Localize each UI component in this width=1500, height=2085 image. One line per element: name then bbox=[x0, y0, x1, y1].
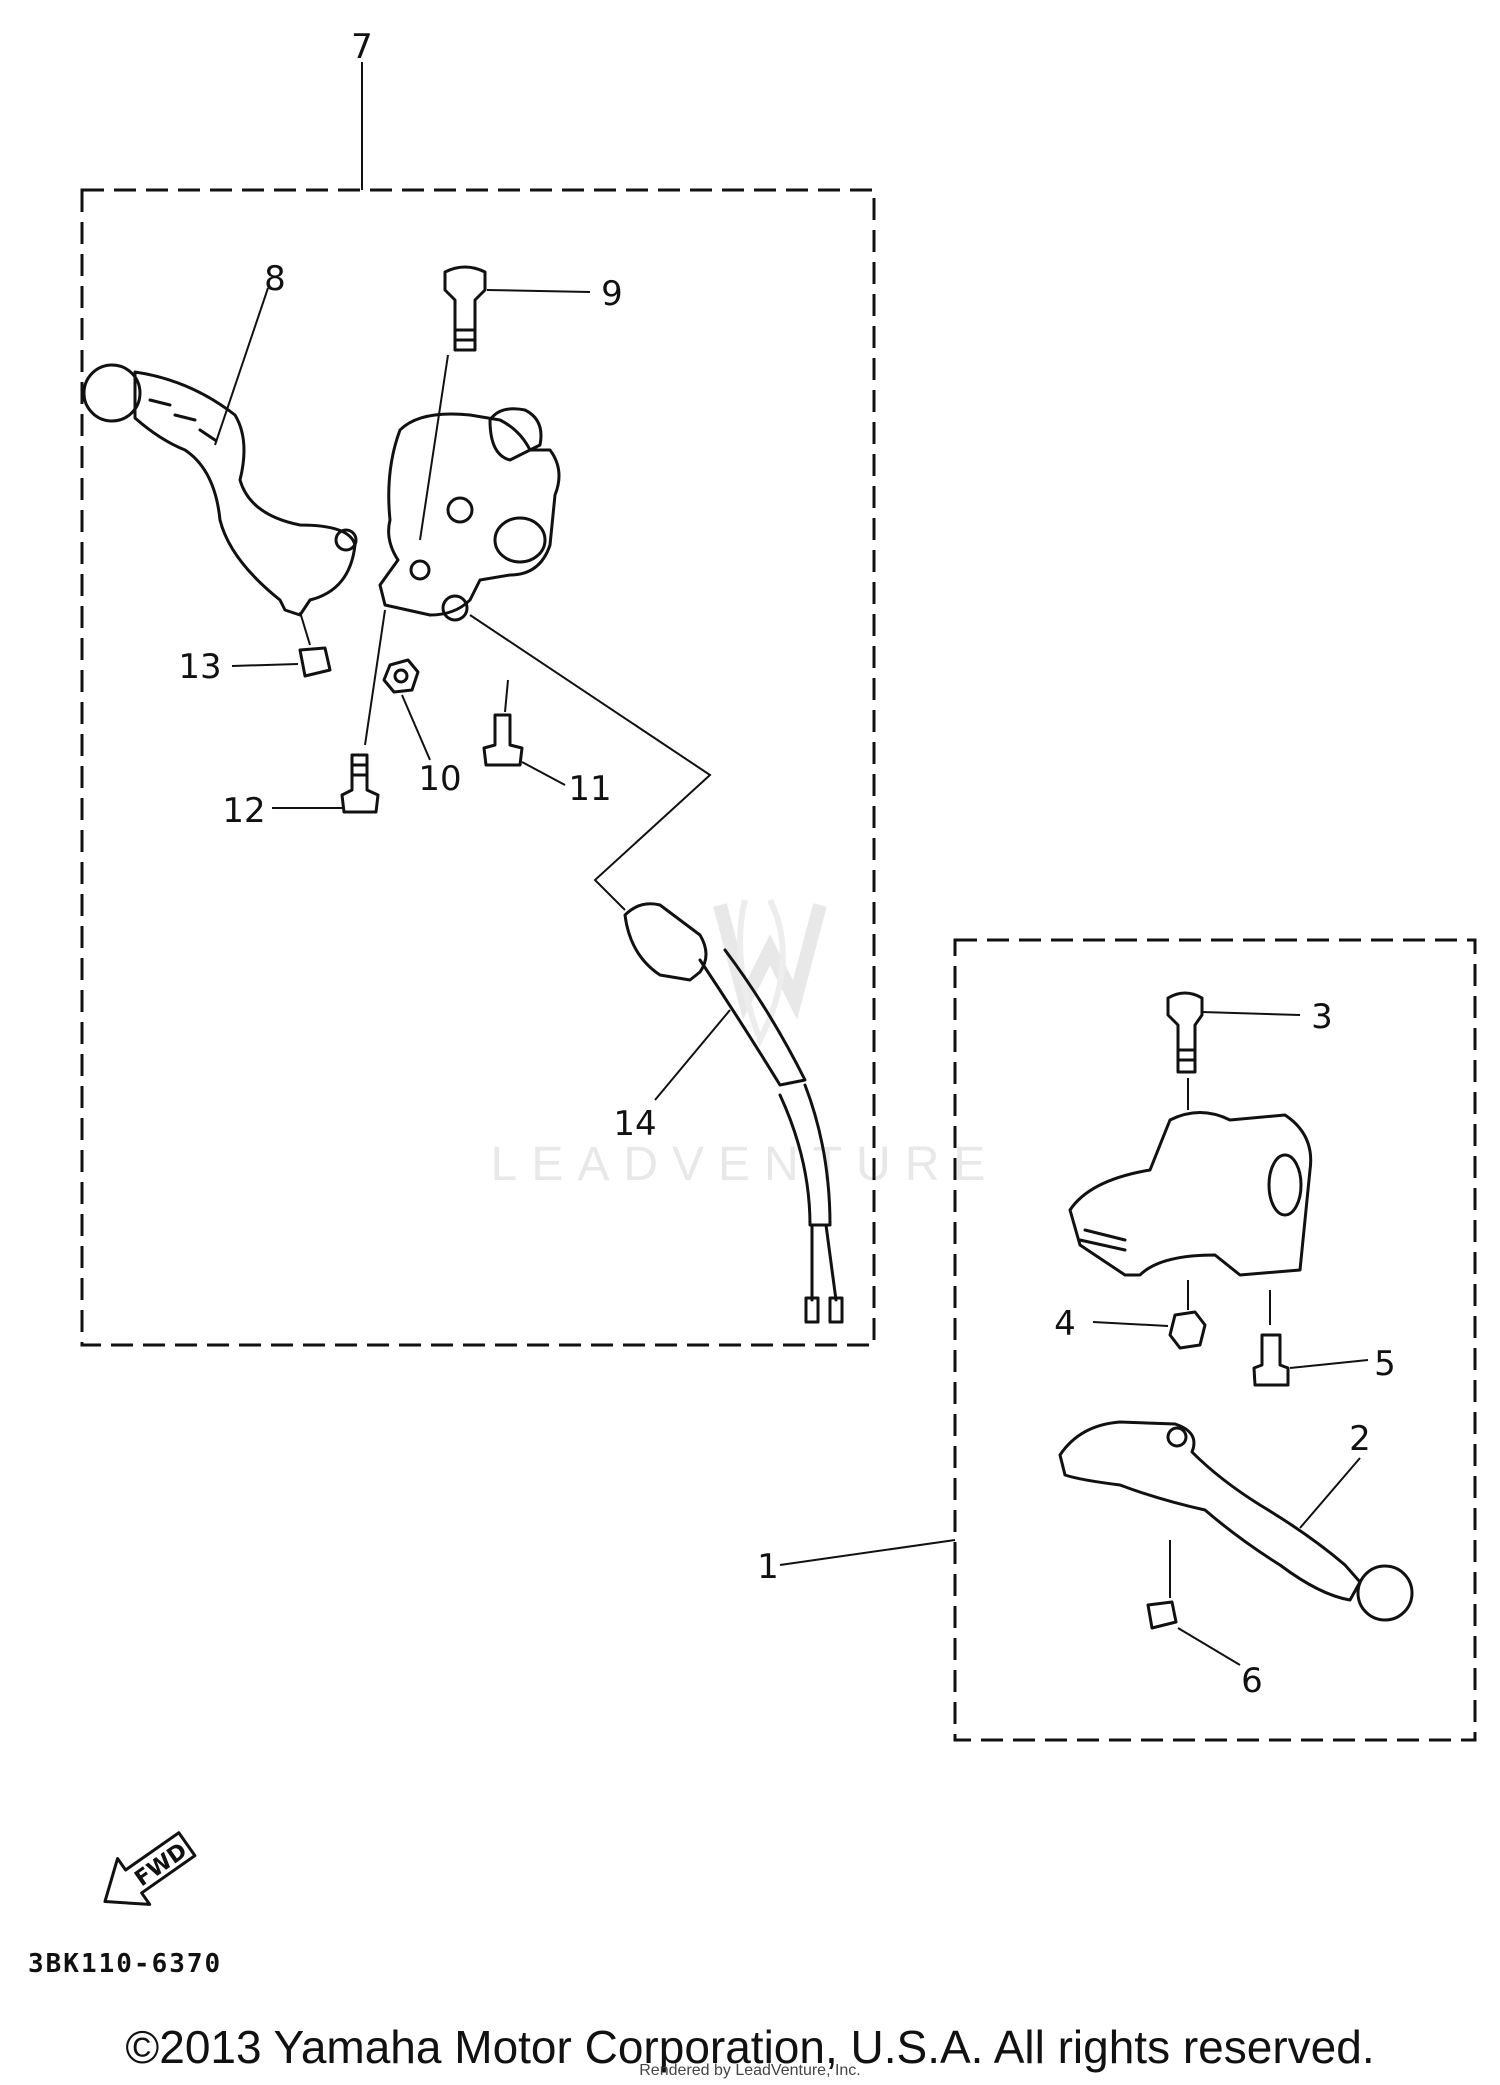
leader-14-wire bbox=[469, 614, 712, 911]
leader-13 bbox=[231, 663, 299, 667]
assembly-box-1 bbox=[953, 938, 1477, 1742]
callout-9: 9 bbox=[601, 274, 623, 314]
nut-10 bbox=[382, 658, 420, 694]
leader-2 bbox=[1299, 1457, 1361, 1529]
nut-4 bbox=[1168, 1310, 1207, 1350]
leader-12-axis bbox=[364, 609, 386, 746]
callout-13: 13 bbox=[178, 647, 221, 687]
callout-14: 14 bbox=[613, 1104, 656, 1144]
bolt-3 bbox=[1166, 991, 1204, 1074]
leader-9-axis bbox=[419, 354, 449, 541]
watermark-text: LEADVENTURE bbox=[491, 1138, 1000, 1191]
leader-3 bbox=[1201, 1011, 1301, 1016]
leader-5 bbox=[1289, 1359, 1369, 1369]
callout-11: 11 bbox=[568, 769, 611, 809]
switch-14 bbox=[623, 902, 844, 1324]
screw-11 bbox=[482, 713, 524, 767]
fwd-arrow-icon: FWD bbox=[103, 1831, 197, 1906]
screw-12 bbox=[340, 753, 380, 814]
callout-2: 2 bbox=[1349, 1419, 1371, 1459]
leader-14 bbox=[654, 1009, 731, 1101]
bolt-9 bbox=[443, 265, 487, 352]
leader-10 bbox=[401, 694, 431, 761]
leader-8 bbox=[214, 287, 269, 446]
rendered-by-note: Rendered by LeadVenture, Inc. bbox=[639, 2062, 861, 2079]
screw-5 bbox=[1252, 1333, 1290, 1387]
callout-12: 12 bbox=[222, 791, 265, 831]
leader-9 bbox=[486, 289, 591, 293]
leader-13-axis bbox=[299, 611, 311, 646]
leader-6 bbox=[1177, 1627, 1241, 1666]
leader-11-axis bbox=[504, 679, 509, 713]
leader-4 bbox=[1092, 1321, 1169, 1327]
assembly-box-7 bbox=[80, 188, 876, 1347]
callout-6: 6 bbox=[1241, 1661, 1263, 1701]
leader-11 bbox=[521, 761, 566, 786]
lever-holder-right bbox=[1068, 1111, 1313, 1277]
copyright-notice: ©2013 Yamaha Motor Corporation, U.S.A. A… bbox=[125, 2021, 1375, 2073]
lever-holder bbox=[378, 407, 561, 622]
callout-5: 5 bbox=[1374, 1344, 1396, 1384]
callout-4: 4 bbox=[1054, 1304, 1076, 1344]
pad-13 bbox=[298, 646, 332, 678]
lever-2 bbox=[1058, 1420, 1414, 1622]
callout-7: 7 bbox=[351, 27, 373, 67]
pad-6 bbox=[1146, 1600, 1178, 1630]
drawing-code: 3BK110-6370 bbox=[28, 1949, 222, 1979]
leader-1 bbox=[779, 1539, 956, 1566]
leadventure-watermark: LEADVENTURE bbox=[491, 898, 1000, 1191]
callout-1: 1 bbox=[757, 1547, 779, 1587]
lever-8 bbox=[82, 363, 358, 617]
callout-8: 8 bbox=[264, 259, 286, 299]
callout-3: 3 bbox=[1311, 997, 1333, 1037]
callout-10: 10 bbox=[418, 759, 461, 799]
